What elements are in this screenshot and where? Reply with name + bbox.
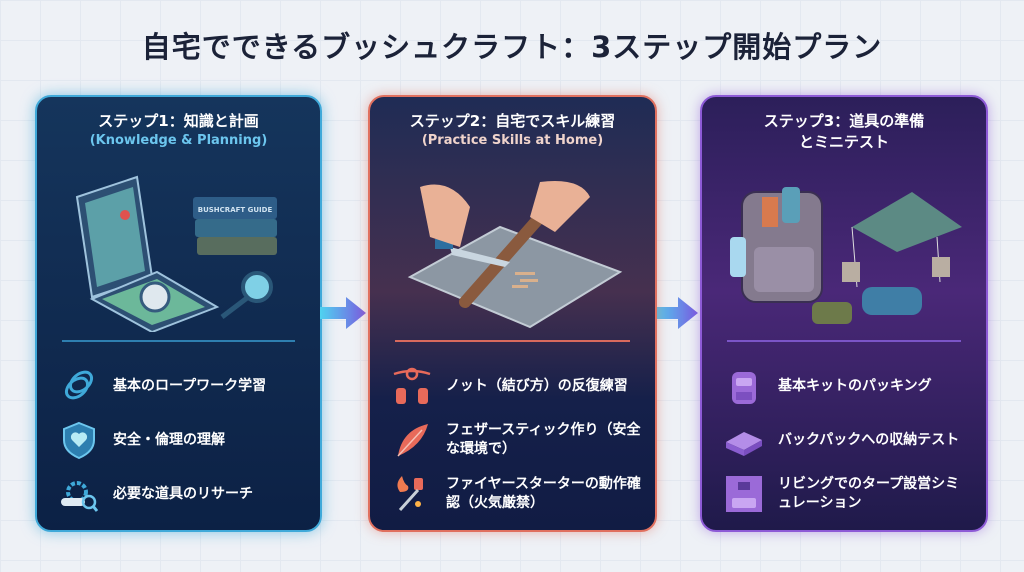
step-subtitle: (Practice Skills at Home) xyxy=(421,133,604,148)
step-3-card: ステップ3：道具の準備とミニテスト 基本キットのパッキング バックパックへの収納… xyxy=(700,95,988,532)
step-heading: ステップ1：知識と計画 xyxy=(98,112,259,130)
arrow-right-icon xyxy=(320,297,366,329)
step-heading: ステップ2：自宅でスキル練習 xyxy=(409,112,616,130)
svg-text:BUSHCRAFT GUIDE: BUSHCRAFT GUIDE xyxy=(198,206,273,214)
knot-icon xyxy=(393,367,431,404)
list-item: 基本キットのパッキング xyxy=(724,359,972,413)
step-items: 基本キットのパッキング バックパックへの収納テスト リビングでのタープ設営シミュ… xyxy=(724,359,972,521)
divider xyxy=(395,340,630,342)
step-2-card: ステップ2：自宅でスキル練習 (Practice Skills at Home)… xyxy=(368,95,657,532)
list-item: リビングでのタープ設営シミュレーション xyxy=(724,467,972,521)
laptop-map-books-illustration: BUSHCRAFT GUIDE xyxy=(75,175,277,332)
list-item: 必要な道具のリサーチ xyxy=(59,467,306,521)
book-stack-icon: BUSHCRAFT GUIDE xyxy=(193,197,277,255)
list-item: ノット（結び方）の反復練習 xyxy=(392,359,641,413)
magnifier-icon xyxy=(241,271,273,303)
carving-stick-illustration xyxy=(407,181,623,329)
list-item: フェザースティック作り（安全な環境で） xyxy=(392,413,641,467)
backpack-icon xyxy=(732,372,756,404)
divider xyxy=(727,340,961,342)
fire-starter-icon xyxy=(397,476,423,512)
step-items: ノット（結び方）の反復練習 フェザースティック作り（安全な環境で） ファイヤース… xyxy=(392,359,641,521)
divider xyxy=(62,340,295,342)
backpack-tarp-illustration xyxy=(730,187,962,324)
step-1-card: ステップ1：知識と計画 (Knowledge & Planning) BUSHC… xyxy=(35,95,322,532)
page-title: 自宅でできるブッシュクラフト：3ステップ開始プラン xyxy=(141,30,883,64)
list-item: ファイヤースターターの動作確認（火気厳禁） xyxy=(392,467,641,521)
feather-icon xyxy=(397,424,428,457)
shield-heart-icon xyxy=(63,421,95,460)
living-room-icon xyxy=(726,476,762,512)
gear-search-icon xyxy=(61,481,99,512)
list-item: 安全・倫理の理解 xyxy=(59,413,306,467)
list-item: 基本のロープワーク学習 xyxy=(59,359,306,413)
list-item: バックパックへの収納テスト xyxy=(724,413,972,467)
step-subtitle: (Knowledge & Planning) xyxy=(89,133,268,148)
step-heading: ステップ3：道具の準備とミニテスト xyxy=(763,112,925,151)
arrow-right-icon xyxy=(652,297,698,329)
folded-cloth-icon xyxy=(726,432,762,456)
rope-icon xyxy=(64,370,94,400)
step-items: 基本のロープワーク学習 安全・倫理の理解 必要な道具のリサーチ xyxy=(59,359,306,521)
